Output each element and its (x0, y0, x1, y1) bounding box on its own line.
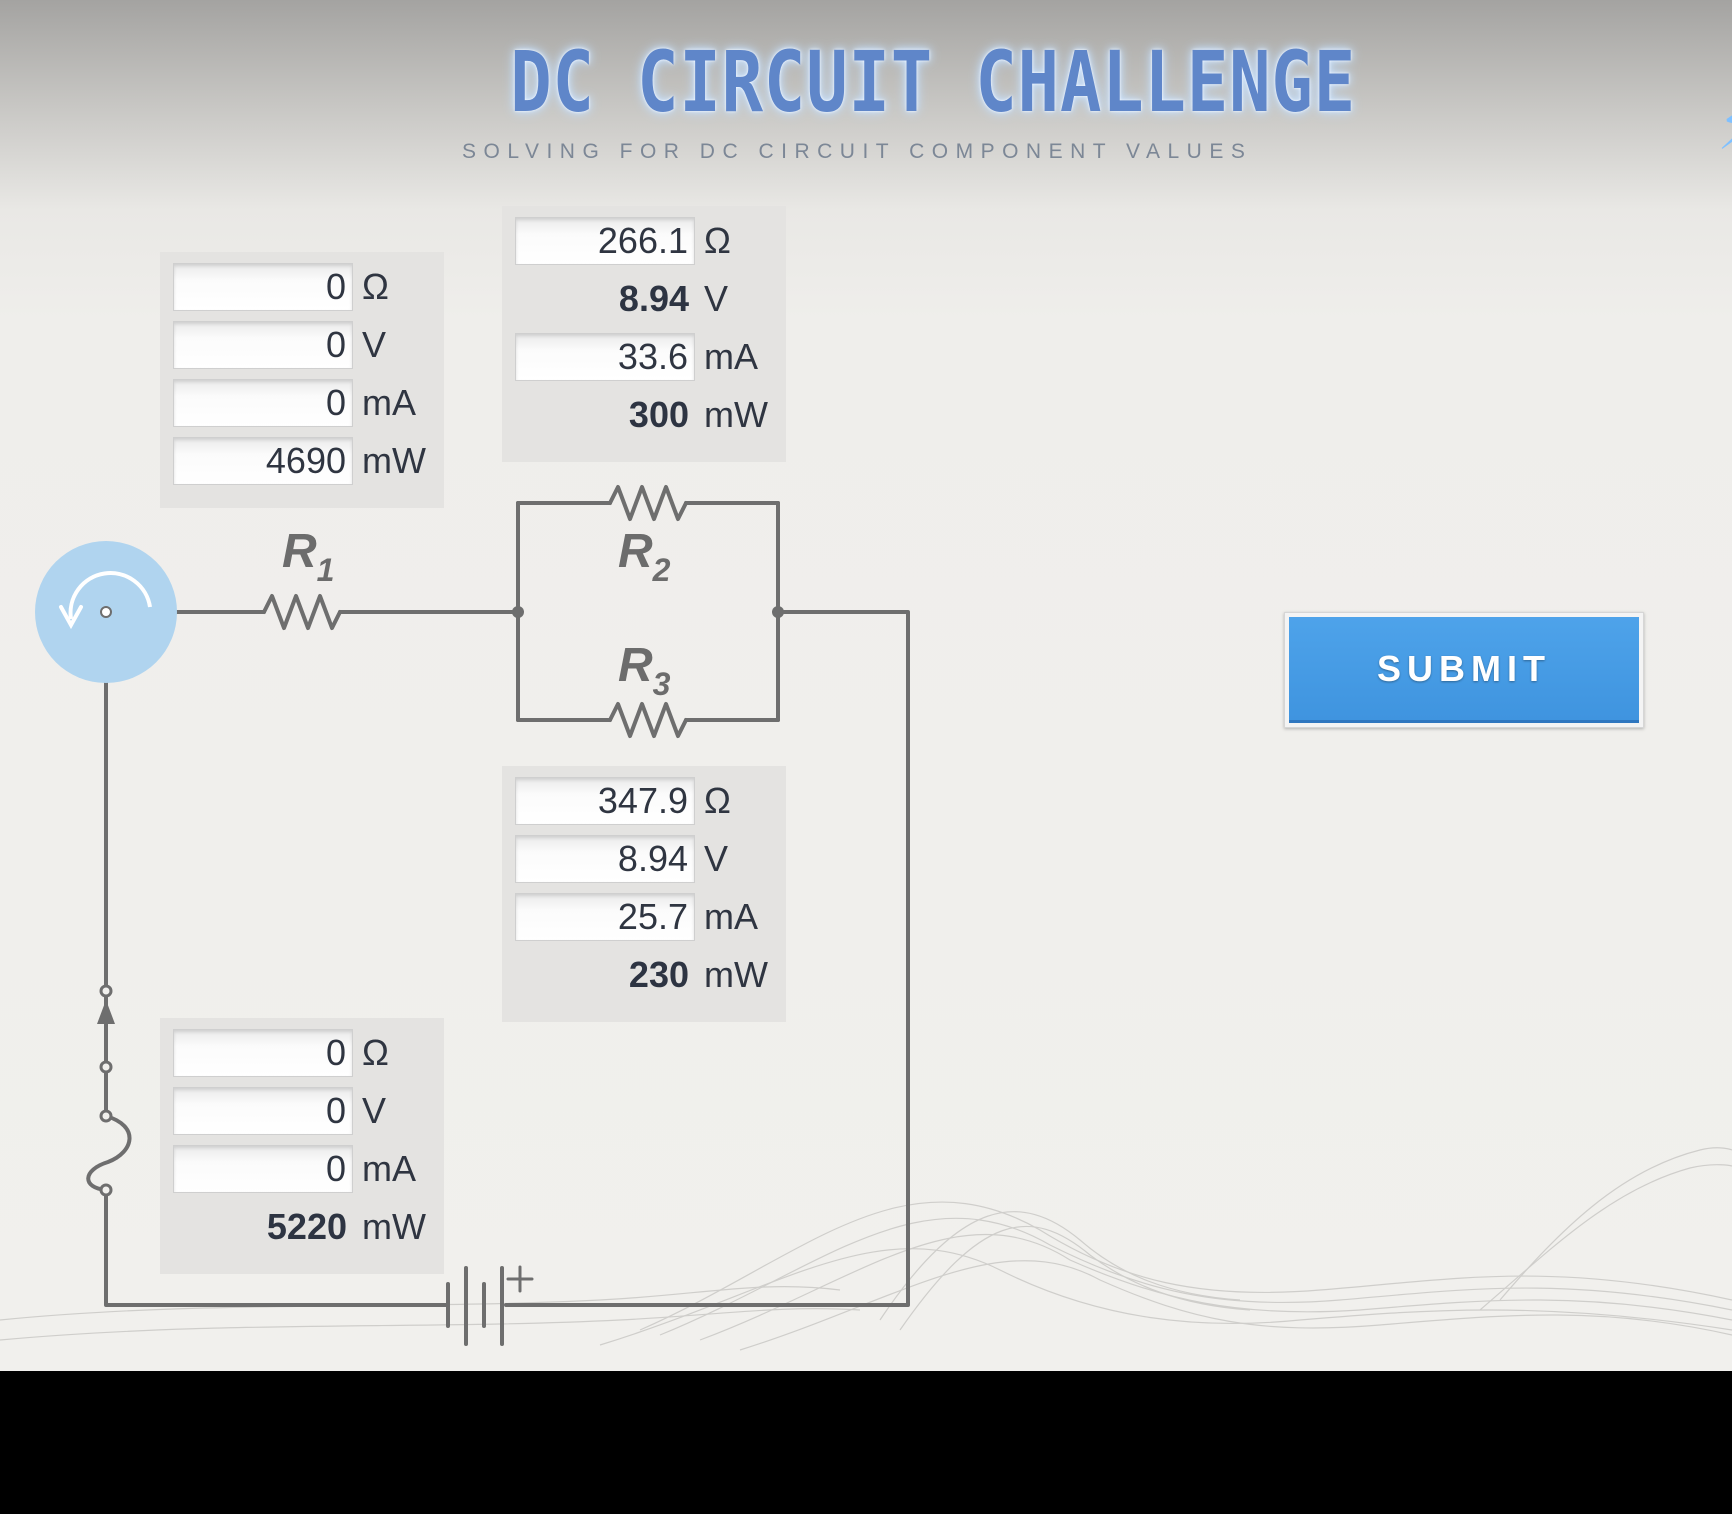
source-power-unit: mW (362, 1206, 426, 1247)
source-current-input[interactable]: 0 (173, 1145, 353, 1193)
submit-button-label: SUBMIT (1289, 617, 1639, 723)
junction-right (772, 606, 784, 618)
switch-contact-bottom (99, 1060, 113, 1074)
resistor-r3-symbol (608, 702, 688, 738)
r2-voltage-unit: V (704, 278, 729, 319)
r1-resistance-input[interactable]: 0 (173, 263, 353, 311)
r3-voltage-input[interactable]: 8.94 (515, 835, 695, 883)
r3-resistance-input[interactable]: 347.9 (515, 777, 695, 825)
source-values-panel: 0 Ω 0 V 0 mA 5220 mW (160, 1018, 444, 1274)
r3-label-subscript: 3 (652, 666, 671, 702)
r1-label-subscript: 1 (316, 552, 335, 588)
r1-resistance-unit: Ω (362, 266, 389, 307)
r2-current-input[interactable]: 33.6 (515, 333, 695, 381)
switch-arrow (97, 1000, 115, 1024)
r3-voltage-unit: V (704, 838, 729, 879)
source-power-value: 5220 (266, 1206, 347, 1247)
switch-contact-top (99, 984, 113, 998)
submit-button[interactable]: SUBMIT (1284, 612, 1644, 728)
rotate-ccw-icon (59, 571, 152, 630)
reset-knob[interactable] (35, 541, 177, 683)
wire-right-return (504, 610, 910, 1307)
r1-voltage-input[interactable]: 0 (173, 321, 353, 369)
r3-current-input[interactable]: 25.7 (515, 893, 695, 941)
r1-current-input[interactable]: 0 (173, 379, 353, 427)
fuse-symbol (86, 1066, 132, 1192)
fuse-contact-bottom (99, 1183, 113, 1197)
r2-power-value: 300 (628, 394, 689, 435)
source-current-unit: mA (362, 1148, 416, 1189)
source-voltage-input[interactable]: 0 (173, 1087, 353, 1135)
r2-label: R2 (618, 525, 671, 588)
r1-power-unit: mW (362, 440, 426, 481)
r3-power-unit: mW (704, 954, 768, 995)
resistor-r2-symbol (608, 485, 688, 521)
junction-left (512, 606, 524, 618)
r1-label: R1 (282, 525, 335, 588)
app-subtitle: SOLVING FOR DC CIRCUIT COMPONENT VALUES (462, 140, 1253, 163)
r2-resistance-unit: Ω (704, 220, 731, 261)
r1-current-unit: mA (362, 382, 416, 423)
wire-left-bottom (104, 1188, 450, 1307)
r2-values-panel: 266.1 Ω 8.94 V 33.6 mA 300 mW (502, 206, 786, 462)
source-resistance-unit: Ω (362, 1032, 389, 1073)
lightning-bolt-icon: ⚡ (1716, 80, 1732, 170)
r3-resistance-unit: Ω (704, 780, 731, 821)
source-voltage-unit: V (362, 1090, 387, 1131)
r3-current-unit: mA (704, 896, 758, 937)
r3-power-value: 230 (628, 954, 689, 995)
app-stage: DC CIRCUIT CHALLENGE SOLVING FOR DC CIRC… (0, 0, 1732, 1371)
bottom-letterbox-bar (0, 1371, 1732, 1514)
r2-voltage-value: 8.94 (618, 278, 689, 319)
r3-label: R3 (618, 639, 671, 702)
r1-power-input[interactable]: 4690 (173, 437, 353, 485)
source-resistance-input[interactable]: 0 (173, 1029, 353, 1077)
r2-power-unit: mW (704, 394, 768, 435)
r3-values-panel: 347.9 Ω 8.94 V 25.7 mA 230 mW (502, 766, 786, 1022)
r2-current-unit: mA (704, 336, 758, 377)
r2-resistance-input[interactable]: 266.1 (515, 217, 695, 265)
fuse-contact-top (99, 1109, 113, 1123)
resistor-r1-symbol (262, 594, 342, 630)
battery-plus-sign (506, 1265, 534, 1293)
r1-values-panel: 0 Ω 0 V 0 mA 4690 mW (160, 252, 444, 508)
r1-voltage-unit: V (362, 324, 387, 365)
r2-label-subscript: 2 (652, 552, 671, 588)
